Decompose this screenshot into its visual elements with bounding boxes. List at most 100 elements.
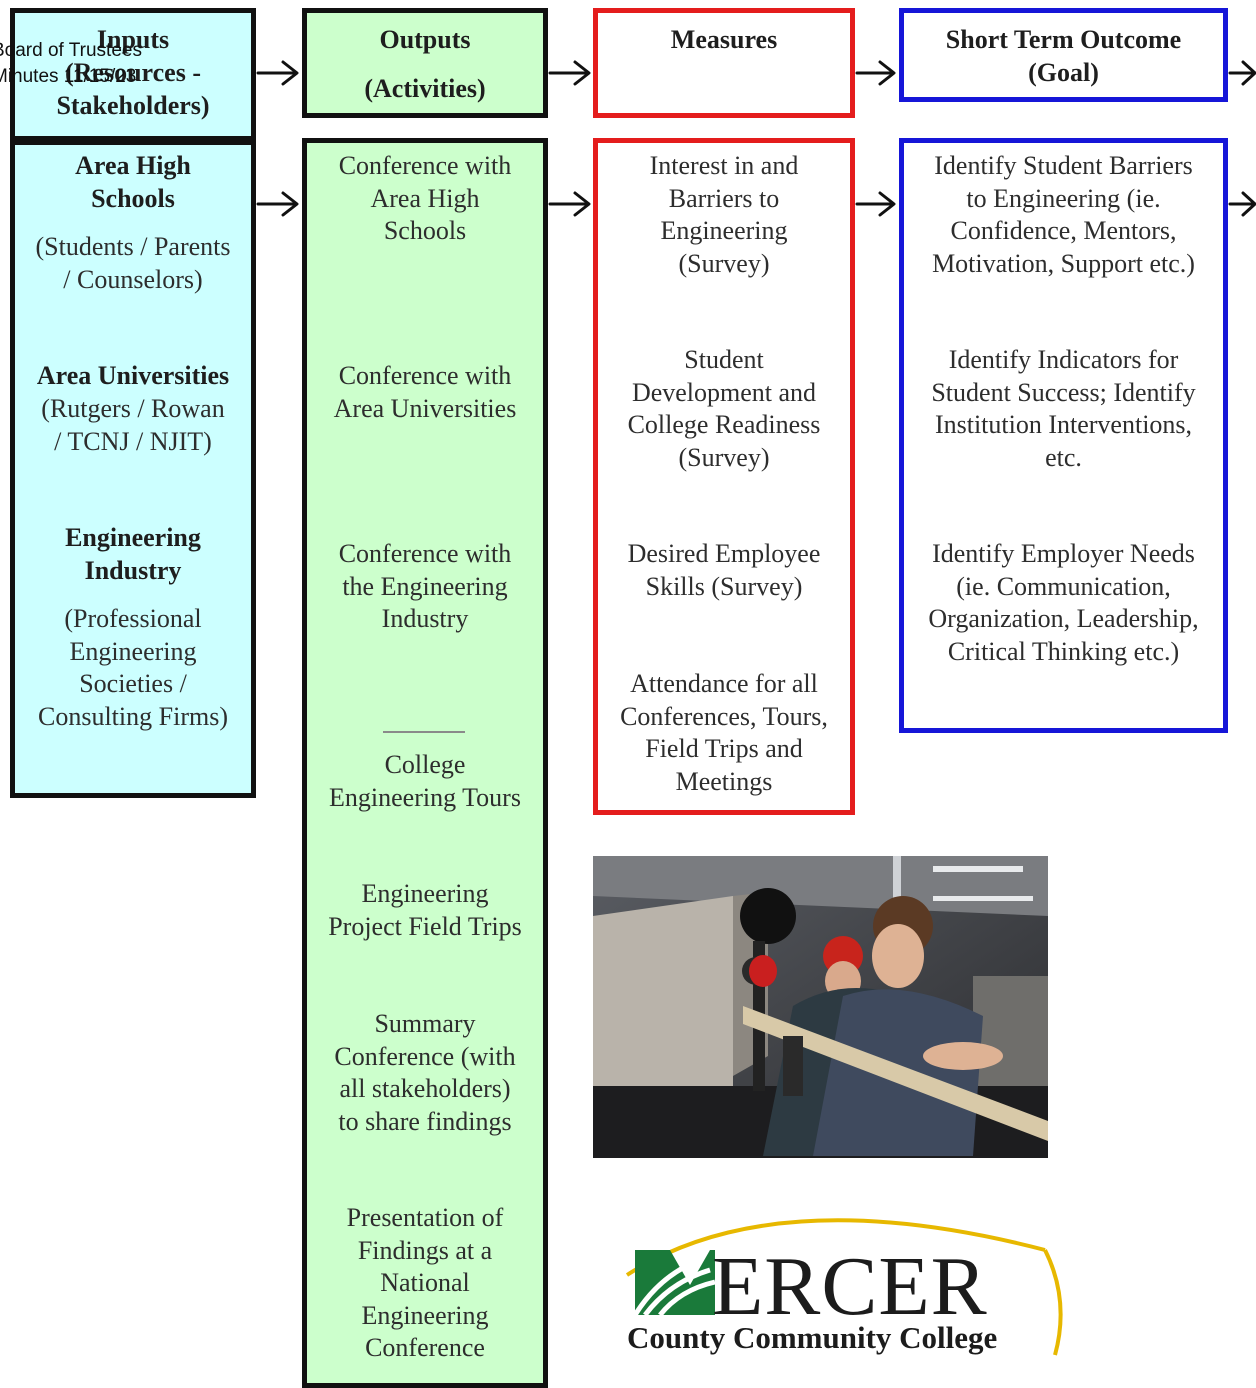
output-item: College Engineering Tours	[306, 749, 544, 814]
input-detail-line: (Rutgers / Rowan	[41, 394, 225, 423]
arrow-icon	[855, 60, 896, 86]
measure-item: Desired Employee Skills (Survey)	[597, 538, 851, 603]
output-item: Engineering Project Field Trips	[306, 878, 544, 943]
outputs-header: Outputs (Activities)	[307, 13, 543, 105]
input-detail-line: (Professional	[64, 604, 202, 633]
output-item: Summary Conference (with all stakeholder…	[306, 1008, 544, 1138]
output-line: Findings at a	[357, 1235, 493, 1265]
measure-item: Interest in and Barriers to Engineering …	[597, 150, 851, 280]
outputs-header-line: Outputs	[379, 25, 471, 54]
goal-line: Motivation, Support etc.)	[932, 248, 1195, 278]
goal-line: Identify Employer Needs	[932, 539, 1195, 568]
input-title-industry: Engineering Industry	[14, 522, 252, 587]
goal-line: Organization, Leadership,	[928, 604, 1199, 633]
measure-line: Development and	[631, 377, 817, 407]
arrow-icon	[256, 60, 299, 86]
mercer-logo: ERCER County Community College	[615, 1190, 1085, 1370]
output-line: Engineering	[361, 1300, 489, 1330]
goal-item: Identify Employer Needs (ie. Communicati…	[903, 538, 1224, 668]
goal-line: Critical Thinking etc.)	[947, 636, 1180, 666]
arrow-icon	[855, 191, 896, 217]
output-line: Industry	[381, 604, 469, 633]
output-line: Engineering Tours	[329, 782, 521, 812]
measure-line: Barriers to	[668, 183, 780, 213]
inputs-header-line: (Resources -	[65, 58, 201, 87]
short-term-header-line: (Goal)	[1028, 58, 1099, 87]
arrow-icon	[256, 191, 299, 217]
measure-line: College Readiness	[627, 410, 821, 439]
output-line: Conference (with	[334, 1041, 516, 1071]
arrow-icon	[548, 191, 591, 217]
output-line: all stakeholders)	[339, 1074, 511, 1103]
input-detail-line: (Students / Parents	[35, 232, 231, 261]
input-detail-line: Engineering	[69, 636, 197, 666]
board-of-trustees-label: Board of Trustees	[0, 40, 142, 61]
output-line: Conference with	[338, 151, 512, 180]
output-item: Conference with Area High Schools	[306, 150, 544, 248]
input-title-high-schools: Area High Schools	[14, 150, 252, 215]
arrow-icon	[1228, 60, 1256, 86]
output-line: Summary	[374, 1009, 476, 1038]
goal-line: Identify Student Barriers	[934, 151, 1193, 180]
measures-header-box: Measures	[593, 8, 855, 118]
output-item: Conference with Area Universities	[306, 360, 544, 425]
output-item: Conference with the Engineering Industry	[306, 538, 544, 636]
input-title-line: Schools	[91, 183, 175, 213]
output-line: Conference with	[338, 361, 512, 390]
input-title-line: Industry	[84, 555, 182, 585]
input-detail-line: Consulting Firms)	[38, 701, 228, 731]
goal-line: (ie. Communication,	[956, 571, 1171, 601]
input-detail-universities: (Rutgers / Rowan / TCNJ / NJIT)	[14, 393, 252, 458]
goals-column	[899, 138, 1228, 733]
input-detail-high-schools: (Students / Parents / Counselors)	[14, 231, 252, 296]
short-term-header-box: Short Term Outcome (Goal)	[899, 8, 1228, 102]
output-line: Area Universities	[333, 393, 517, 423]
measure-line: (Survey)	[678, 442, 770, 472]
goal-line: Student Success; Identify	[931, 377, 1196, 407]
output-line: Schools	[383, 216, 467, 245]
inputs-header-box: Inputs (Resources - Stakeholders)	[10, 8, 256, 141]
measure-item: Attendance for all Conferences, Tours, F…	[597, 668, 851, 798]
measure-line: Student	[684, 345, 764, 374]
outputs-header-box: Outputs (Activities)	[302, 8, 548, 118]
input-title-universities: Area Universities	[14, 360, 252, 393]
input-detail-line: / Counselors)	[63, 264, 203, 294]
goal-line: Confidence, Mentors,	[950, 216, 1177, 245]
output-line: Project Field Trips	[328, 911, 522, 941]
measure-item: Student Development and College Readines…	[597, 344, 851, 474]
output-line: Presentation of	[346, 1203, 504, 1232]
output-line: Engineering	[361, 879, 489, 908]
goal-line: Institution Interventions,	[934, 410, 1193, 439]
input-detail-line: Societies /	[79, 669, 187, 698]
output-line: Conference with	[338, 539, 512, 568]
short-term-header: Short Term Outcome (Goal)	[904, 13, 1223, 89]
outputs-column	[302, 138, 548, 1388]
measures-column	[593, 138, 855, 815]
measure-line: Engineering	[660, 216, 788, 245]
logo-m-icon	[632, 1250, 716, 1317]
measure-line: Skills (Survey)	[645, 571, 803, 601]
measure-line: Interest in and	[649, 151, 799, 180]
measure-line: Meetings	[675, 766, 773, 796]
output-line: College	[384, 750, 466, 779]
input-title-line: Area Universities	[36, 361, 230, 390]
inputs-header-line: Inputs	[96, 25, 170, 54]
goal-line: to Engineering (ie.	[966, 183, 1161, 213]
output-line: Area High	[370, 183, 480, 213]
short-term-header-line: Short Term Outcome	[945, 25, 1182, 54]
goal-item: Identify Student Barriers to Engineering…	[903, 150, 1224, 280]
arrow-icon	[548, 60, 591, 86]
measure-line: Attendance for all	[630, 669, 818, 698]
output-line: the Engineering	[342, 571, 508, 601]
input-title-line: Area High	[75, 151, 191, 180]
logo-wordmark: ERCER	[712, 1240, 988, 1333]
input-title-line: Engineering	[65, 523, 201, 552]
outputs-divider	[383, 731, 465, 733]
inputs-header-line: Stakeholders)	[56, 91, 210, 120]
output-line: Conference	[365, 1333, 485, 1362]
measure-line: Conferences, Tours,	[620, 701, 828, 731]
input-detail-industry: (Professional Engineering Societies / Co…	[14, 603, 252, 733]
measures-header: Measures	[670, 25, 778, 54]
students-engineering-photo	[593, 856, 1048, 1158]
